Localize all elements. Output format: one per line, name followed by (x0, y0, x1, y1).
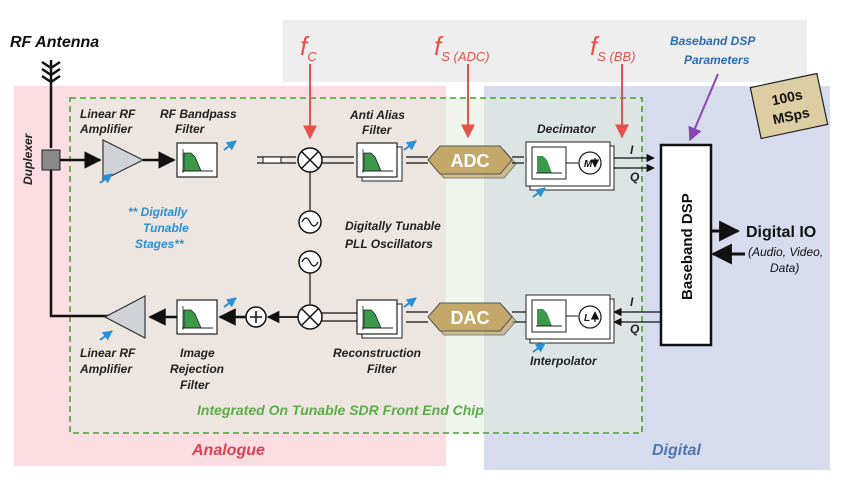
lna-top-label: Linear RF Amplifier (79, 107, 139, 136)
baseband-dsp-label: Baseband DSP (679, 193, 696, 300)
decimator-symbol-icon (578, 151, 602, 175)
fs-bb-label: fS (BB) (590, 31, 636, 64)
decimator-q-label: Q (630, 170, 640, 184)
interpolator-label: Interpolator (530, 354, 598, 368)
anti-alias-filter (356, 142, 398, 178)
msps-badge: 100s MSps (749, 72, 829, 140)
dac-label: DAC (451, 308, 490, 328)
rf-bandpass-label: RF Bandpass Filter (160, 107, 240, 136)
fc-label: fC (300, 31, 317, 64)
oscillator-top-icon (298, 210, 322, 234)
digital-io-sub: (Audio, Video, Data) (748, 245, 827, 275)
svg-text:MSps: MSps (771, 104, 811, 127)
tunable-stages-label: ** Digitally Tunable Stages** (128, 205, 192, 251)
top-band (283, 20, 807, 82)
image-rejection-label: Image Rejection Filter (170, 346, 227, 392)
baseband-dsp-block (659, 143, 713, 347)
svg-text:100s: 100s (770, 86, 804, 108)
decimator-i-label: I (630, 143, 634, 157)
fs-adc-label: fS (ADC) (434, 31, 490, 64)
svg-text:M: M (584, 159, 593, 170)
chip-label: Integrated On Tunable SDR Front End Chip (197, 402, 484, 418)
interpolator-q-label: Q (630, 322, 640, 336)
mixer-top (297, 147, 323, 173)
dac-block (427, 302, 513, 332)
pa-bottom (103, 295, 146, 339)
reconstruction-label: Reconstruction Filter (333, 346, 424, 376)
duplexer-label: Duplexer (21, 132, 35, 185)
dsp-params-label: Baseband DSP Parameters (670, 34, 758, 67)
title: RF Antenna (10, 34, 99, 51)
pa-bottom-label: Linear RF Amplifier (79, 346, 139, 376)
lna-top (102, 139, 145, 181)
dsp-params-arrow (688, 73, 719, 142)
rf-bandpass-filter (176, 142, 218, 178)
digital-io-label: Digital IO (746, 224, 816, 241)
analogue-label: Analogue (191, 442, 265, 459)
reconstruction-filter (356, 299, 398, 335)
decimator-label: Decimator (537, 122, 597, 136)
interpolator-i-label: I (630, 295, 634, 309)
tx-return-line (49, 170, 112, 318)
pll-label: Digitally Tunable PLL Oscillators (345, 219, 444, 251)
mixer-bottom (297, 304, 323, 330)
adder-icon (245, 306, 267, 328)
image-rejection-filter (176, 299, 218, 335)
svg-text:L: L (584, 313, 590, 324)
anti-alias-label: Anti Alias Filter (349, 108, 408, 137)
oscillator-bottom-icon (298, 250, 322, 274)
adc-block (427, 145, 513, 175)
adc-label: ADC (451, 151, 490, 171)
digital-label: Digital (652, 442, 701, 459)
duplexer-block (41, 149, 61, 171)
antenna-icon (41, 60, 61, 148)
